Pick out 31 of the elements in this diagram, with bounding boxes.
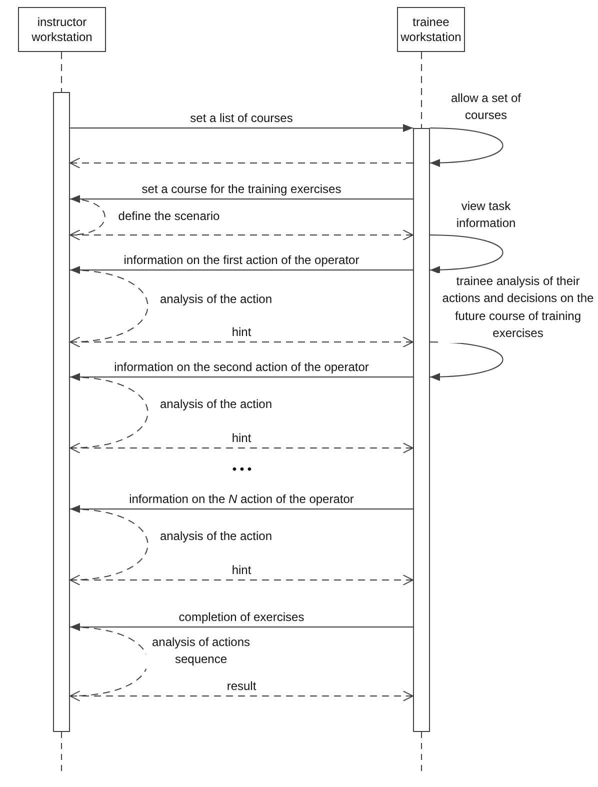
return-message-arrow xyxy=(70,336,414,348)
return-message-arrow xyxy=(70,230,414,240)
edge-label: hint xyxy=(230,431,254,446)
message-arrow xyxy=(70,124,414,132)
message-arrow xyxy=(70,623,414,631)
return-message-arrow xyxy=(70,158,414,168)
self-message-arrow xyxy=(430,128,504,167)
edge-label: hint xyxy=(230,563,254,578)
edge-label: result xyxy=(224,679,258,694)
lifeline xyxy=(61,52,62,92)
message-arrow xyxy=(70,373,414,381)
return-message-arrow xyxy=(70,574,414,586)
return-message-arrow xyxy=(70,442,414,454)
message-arrow xyxy=(70,266,414,274)
edge-label: completion of exercises xyxy=(176,610,306,624)
edge-label: information on the first action of the operator xyxy=(122,253,362,268)
edge-label: information on the second action of the operator xyxy=(112,360,371,374)
lifeline-header-box: instructor workstation xyxy=(18,7,106,52)
activation-bar xyxy=(413,128,430,732)
message-arrow xyxy=(70,195,414,203)
message-arrow xyxy=(70,505,414,513)
edge-label: set a course for the training exercises xyxy=(140,182,344,196)
self-message-arrow xyxy=(430,234,504,274)
return-message-arrow xyxy=(70,690,414,702)
edge-label: information on the N action of the operator xyxy=(127,492,356,506)
edge-label: hint xyxy=(230,325,254,340)
lifeline xyxy=(421,52,422,128)
edge-label: set a list of courses xyxy=(188,111,295,126)
self-message-arrow xyxy=(430,342,504,381)
lifeline-header-box: trainee workstation xyxy=(397,7,465,52)
activation-bar xyxy=(53,92,70,732)
